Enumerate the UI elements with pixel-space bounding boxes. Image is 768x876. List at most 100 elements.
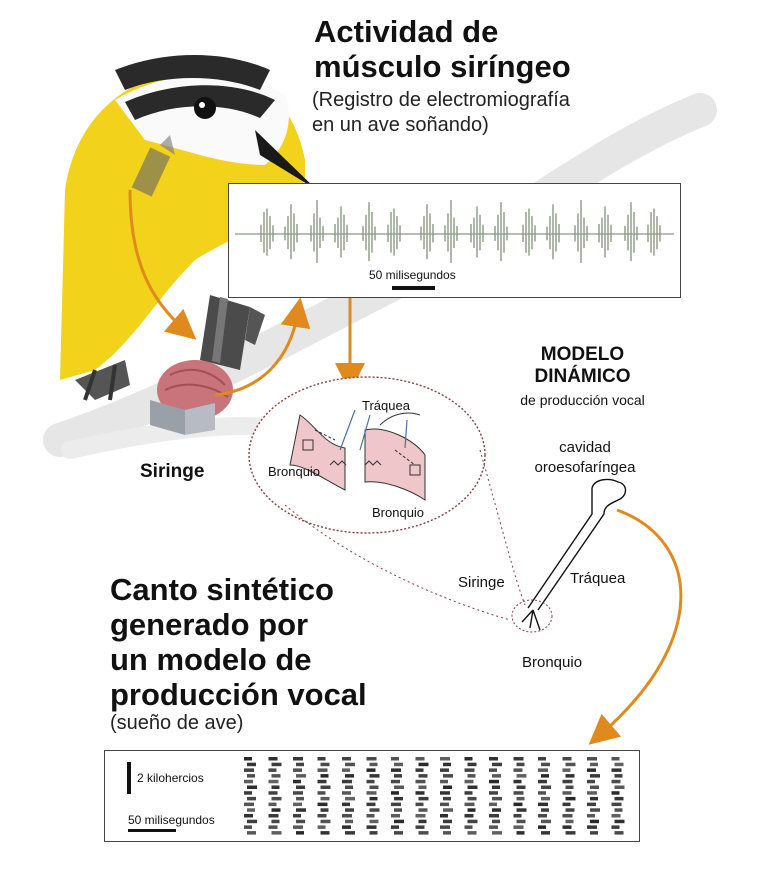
spectrogram-syllable-band [467, 819, 478, 824]
spectrogram-syllable-band [538, 768, 548, 772]
emg-recording-panel: 50 milisegundos [228, 183, 681, 298]
spectrogram-syllable-band [369, 796, 378, 801]
spectrogram-syllable-band [317, 779, 327, 784]
spectrogram-syllable-band [587, 757, 597, 761]
spectrogram-syllable-band [391, 814, 400, 818]
spectrogram-syllable-band [391, 757, 399, 761]
spectrogram-syllable-band [492, 831, 502, 835]
spectrogram-syllable-band [513, 825, 524, 829]
spectrogram-syllable-band [464, 768, 475, 772]
spectrogram-syllable-band [467, 785, 478, 789]
spectrogram-syllable-band [516, 819, 526, 824]
spectrogram-syllable-band [565, 808, 575, 812]
spectrogram-syllable-band [492, 762, 502, 767]
spectrogram-syllable-band [268, 768, 277, 772]
spectrogram-syllable-band [271, 785, 280, 789]
time-scale-label: 50 milisegundos [128, 813, 215, 827]
spectrogram-syllable-band [541, 808, 549, 812]
spectrogram-syllable-band [590, 796, 598, 801]
spectrogram-syllable-band [247, 831, 256, 835]
spectrogram-syllable-band [467, 796, 477, 801]
spectrogram-syllable-band [492, 796, 502, 801]
spectrogram-syllable-band [418, 762, 429, 767]
spectrogram-syllable-band [342, 825, 351, 829]
spectrogram-syllable-band [293, 814, 301, 818]
spectrogram-syllable-band [538, 814, 547, 818]
spectrogram-syllable-band [590, 774, 600, 778]
emg-scale-label: 50 milisegundos [369, 268, 456, 282]
spectrogram-syllable-band [391, 768, 401, 772]
spectrogram-syllable-band [467, 762, 477, 767]
spectrogram-syllable-band [614, 819, 625, 824]
spectrogram-syllable-band [366, 825, 377, 829]
spectrogram-syllable-band [538, 791, 546, 795]
spectrogram-syllable-band [247, 785, 257, 789]
spectrogram-syllable-band [614, 808, 623, 812]
spectrogram-syllable-band [443, 808, 453, 812]
spectrogram-syllable-band [391, 791, 399, 795]
spectrogram-syllable-band [492, 819, 500, 824]
spectrogram-syllable-band [293, 825, 303, 829]
spectrogram-syllable-band [440, 779, 448, 784]
spectrogram-syllable-band [268, 825, 278, 829]
spectrogram-syllable-band [565, 762, 576, 767]
spectrogram-syllable-band [611, 825, 620, 829]
spectrogram-syllable-band [244, 791, 252, 795]
spectrogram-syllable-band [394, 774, 402, 778]
spectrogram-syllable-band [440, 825, 450, 829]
spectrogram-syllable-band [415, 757, 425, 761]
spectrogram-syllable-band [320, 819, 331, 824]
spectrogram-syllable-band [366, 802, 376, 807]
spectrogram-syllable-band [443, 762, 451, 767]
spectrogram-syllable-band [296, 819, 305, 824]
spectrogram-syllable-band [516, 831, 525, 835]
bird-illustration [60, 55, 317, 401]
spectrogram-syllable-band [562, 768, 571, 772]
spectrogram-syllable-band [516, 785, 526, 789]
spectrogram-syllable-band [489, 791, 498, 795]
spectrogram-syllable-band [317, 768, 328, 772]
spectrogram-syllable-band [369, 831, 378, 835]
spectrogram-syllable-band [464, 757, 473, 761]
emg-subtitle: (Registro de electromiografía en un ave … [312, 89, 570, 136]
spectrogram-syllable-band [369, 808, 380, 812]
spectrogram-syllable-band [268, 779, 279, 784]
spectrogram-syllable-band [538, 825, 546, 829]
spectrogram-syllable-band [443, 785, 452, 789]
spectrogram-syllable-band [366, 779, 375, 784]
spectrogram-syllable-band [611, 768, 622, 772]
spectrogram-syllable-band [440, 814, 448, 818]
spectrogram-syllable-band [562, 757, 572, 761]
spectrogram-syllable-band [391, 825, 399, 829]
spectrogram-syllable-band [391, 802, 401, 807]
spectrogram-syllable-band [538, 802, 548, 807]
spectrogram-syllable-band [562, 791, 572, 795]
spectrogram-syllable-band [268, 802, 277, 807]
spectrogram-syllable-band [271, 762, 282, 767]
spectrogram-syllable-band [590, 819, 599, 824]
spectrogram-syllable-band [489, 825, 498, 829]
spectrogram-syllable-band [415, 814, 426, 818]
spectrogram-syllable-band [342, 768, 350, 772]
spectrogram-syllable-band [342, 791, 351, 795]
spectrogram-syllable-band [587, 802, 596, 807]
spectrogram-syllable-band [440, 768, 449, 772]
spectrogram-syllable-band [467, 808, 476, 812]
spectrogram-syllable-band [345, 762, 355, 767]
spectrogram-syllable-band [320, 796, 330, 801]
spectrogram-syllable-band [293, 768, 302, 772]
spectrogram-syllable-band [587, 779, 595, 784]
spectrogram-syllable-band [590, 831, 598, 835]
spectrogram-syllable-band [394, 819, 404, 824]
spectrogram-syllable-band [366, 791, 377, 795]
spectrogram-syllable-band [366, 768, 376, 772]
spectrogram-syllable-band [590, 785, 599, 789]
spectrogram-syllable-band [244, 825, 252, 829]
spectrogram-syllable-band [366, 814, 375, 818]
spectrogram-syllable-band [317, 814, 327, 818]
spectrogram-syllable-band [415, 802, 424, 807]
spectrogram-syllable-band [513, 779, 522, 784]
spectrogram-syllable-band [271, 796, 282, 801]
spectrogram-syllable-band [320, 831, 330, 835]
spectrogram-syllable-band [296, 774, 306, 778]
